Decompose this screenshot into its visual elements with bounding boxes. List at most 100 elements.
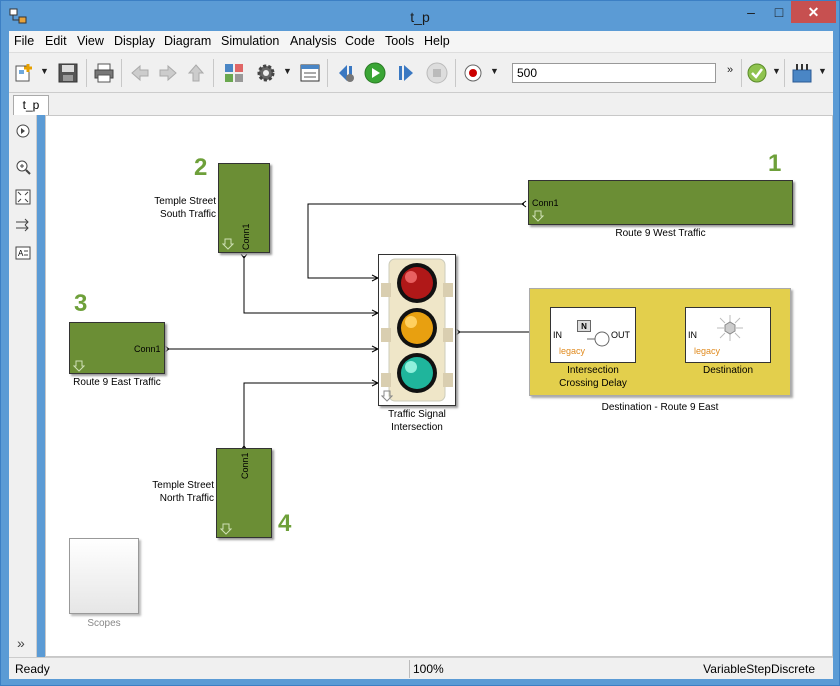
stop-icon[interactable] [426, 62, 448, 84]
print-icon[interactable] [93, 62, 115, 84]
build-model-icon[interactable] [791, 62, 813, 84]
toolbar-separator [327, 59, 328, 87]
down-arrow-icon [73, 360, 85, 372]
zoom-icon[interactable] [15, 159, 31, 175]
temple-north-label-line1: Temple Street [152, 480, 214, 491]
menu-help[interactable]: Help [424, 34, 450, 48]
settings-gear-icon[interactable] [255, 62, 277, 84]
hide-show-explorer-icon[interactable] [15, 123, 31, 139]
scopes-block[interactable] [69, 538, 139, 614]
back-arrow-icon[interactable] [129, 62, 151, 84]
traffic-signal-label-line1: Traffic Signal [388, 409, 446, 420]
conn1-port-label: Conn1 [240, 452, 250, 479]
route9-west-label: Route 9 West Traffic [615, 228, 706, 239]
toolbar-separator [784, 59, 785, 87]
settings-dropdown-icon[interactable]: ▼ [283, 66, 292, 76]
in-port-label: IN [688, 330, 697, 340]
route9-east-label: Route 9 East Traffic [73, 377, 161, 388]
fit-to-view-icon[interactable] [15, 189, 31, 205]
status-solver[interactable]: VariableStepDiscrete [703, 662, 815, 676]
destination-subsystem[interactable]: IN OUT N legacy Intersection Crossing De… [529, 288, 791, 396]
conn1-port-label: Conn1 [241, 223, 251, 250]
maximize-button[interactable]: □ [774, 4, 784, 20]
minimize-button[interactable]: – [747, 4, 755, 20]
scopes-label: Scopes [87, 618, 121, 629]
tab-row: t_p [9, 93, 833, 115]
menu-display[interactable]: Display [114, 34, 155, 48]
status-zoom: 100% [409, 660, 705, 678]
step-back-icon[interactable] [335, 62, 357, 84]
step-forward-icon[interactable] [395, 62, 417, 84]
menu-view[interactable]: View [77, 34, 104, 48]
save-icon[interactable] [57, 62, 79, 84]
status-ready: Ready [15, 662, 50, 676]
record-icon[interactable] [462, 62, 484, 84]
route9-east-traffic-block[interactable]: Conn1 [69, 322, 165, 374]
menu-analysis[interactable]: Analysis [290, 34, 337, 48]
intersection-crossing-delay-block[interactable]: IN OUT N legacy [550, 307, 636, 363]
toolbar-separator [121, 59, 122, 87]
new-model-icon[interactable] [14, 62, 36, 84]
menu-edit[interactable]: Edit [45, 34, 67, 48]
queue-server-icon [587, 331, 610, 347]
line-route9west-to-signal [307, 203, 524, 279]
menu-simulation[interactable]: Simulation [221, 34, 280, 48]
toolbar: ▼ ▼ [9, 53, 833, 93]
traffic-signal-block[interactable] [378, 254, 456, 406]
model-canvas[interactable]: 1 Conn1 Route 9 West Traffic 2 Temple St… [45, 115, 833, 657]
route9-west-traffic-block[interactable]: Conn1 [528, 180, 793, 225]
more-chevron-icon[interactable]: » [727, 64, 734, 76]
block-number-1: 1 [768, 150, 782, 177]
block-number-3: 3 [74, 290, 88, 317]
traffic-light-icon [381, 258, 453, 402]
title-bar: t_p – □ ✕ [1, 1, 839, 31]
model-advisor-check-icon[interactable] [746, 62, 768, 84]
new-dropdown-icon[interactable]: ▼ [40, 66, 49, 76]
stop-time-input[interactable]: 500 [512, 63, 716, 83]
run-icon[interactable] [364, 62, 386, 84]
in-port-label: IN [553, 330, 562, 340]
model-explorer-icon[interactable] [299, 62, 321, 84]
temple-north-traffic-block[interactable]: Conn1 [216, 448, 272, 538]
toolbar-separator [213, 59, 214, 87]
legacy-label: legacy [694, 346, 721, 356]
menu-diagram[interactable]: Diagram [164, 34, 212, 48]
window-title: t_p [410, 9, 430, 25]
record-dropdown-icon[interactable]: ▼ [490, 66, 499, 76]
expand-chevron-icon[interactable]: » [17, 635, 25, 651]
line-templenorth-to-signal [243, 382, 378, 448]
menu-bar: File Edit View Display Diagram Simulatio… [9, 31, 833, 53]
menu-tools[interactable]: Tools [385, 34, 415, 48]
menu-file[interactable]: File [14, 34, 35, 48]
temple-south-traffic-block[interactable]: Conn1 [218, 163, 270, 253]
left-palette: A » [9, 115, 37, 657]
crossing-delay-label-line2: Crossing Delay [559, 378, 627, 389]
toolbar-separator [455, 59, 456, 87]
conn1-port-label: Conn1 [134, 344, 161, 354]
simulink-app-icon [9, 8, 27, 24]
up-arrow-icon[interactable] [185, 62, 207, 84]
down-arrow-icon [220, 523, 232, 535]
conn1-port-label: Conn1 [532, 198, 559, 208]
down-arrow-icon [381, 390, 393, 402]
close-button[interactable]: ✕ [791, 1, 836, 23]
annotation-icon[interactable]: A [15, 245, 31, 261]
build-dropdown-icon[interactable]: ▼ [818, 66, 827, 76]
destination-block[interactable]: IN legacy [685, 307, 771, 363]
out-port-label: OUT [611, 330, 630, 340]
tab-model[interactable]: t_p [13, 95, 49, 115]
status-bar: Ready 100% VariableStepDiscrete [9, 657, 833, 679]
svg-text:A: A [18, 249, 24, 258]
block-number-2: 2 [194, 154, 208, 181]
signal-arrows-icon[interactable] [15, 217, 31, 233]
menu-code[interactable]: Code [345, 34, 375, 48]
forward-arrow-icon[interactable] [157, 62, 179, 84]
advisor-dropdown-icon[interactable]: ▼ [772, 66, 781, 76]
legacy-label: legacy [559, 346, 586, 356]
n-badge: N [577, 320, 591, 332]
destination-subsystem-label: Destination - Route 9 East [601, 402, 719, 413]
library-browser-icon[interactable] [223, 62, 245, 84]
down-arrow-icon [532, 210, 544, 222]
connection-lines [164, 200, 683, 451]
